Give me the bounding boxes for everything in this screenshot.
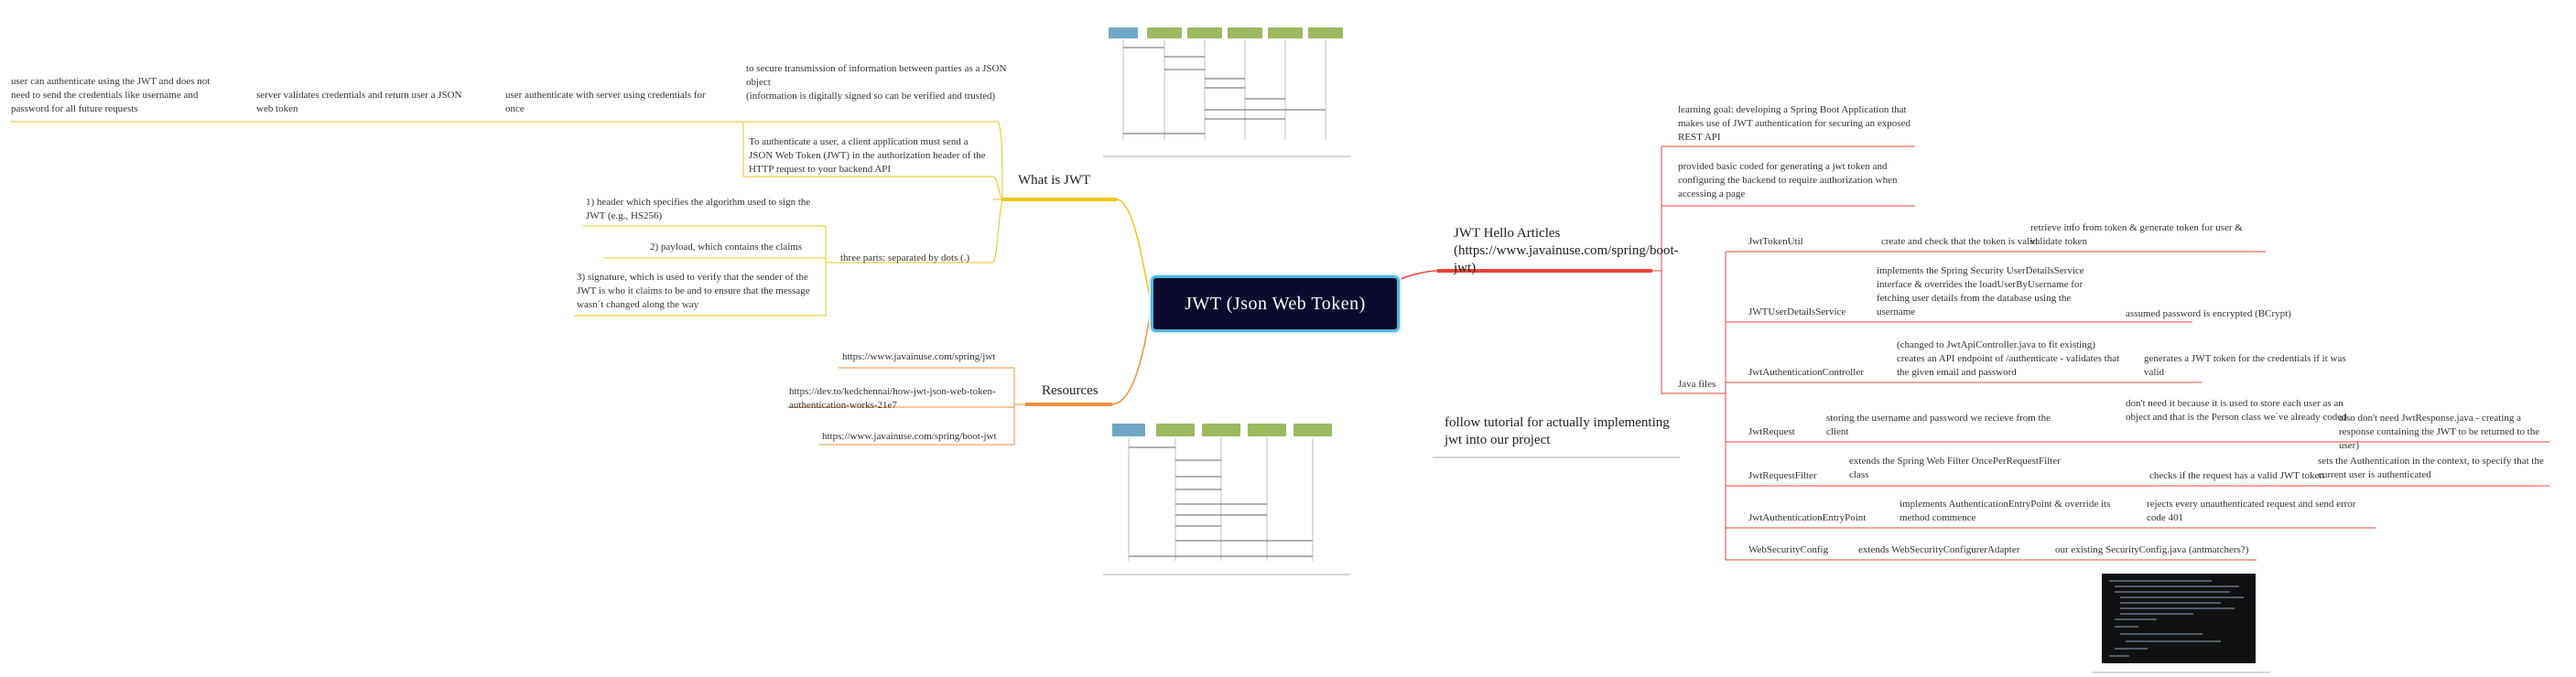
java-file-note: implements the Spring Security UserDetai… — [1877, 265, 2084, 317]
authentication-flow-image — [1103, 424, 1350, 572]
flow-step-3: user can authenticate using the JWT and … — [11, 76, 211, 114]
resource-link[interactable]: https://www.javainuse.com/spring/boot-jw… — [822, 431, 997, 442]
java-file-note: sets the Authentication in the context, … — [2318, 456, 2544, 480]
java-files-node[interactable]: Java files — [1678, 379, 1716, 390]
java-file-note: extends the Spring Web Filter OncePerReq… — [1849, 456, 2061, 480]
learning-goal-note: learning goal: developing a Spring Boot … — [1678, 104, 1910, 143]
java-file-name[interactable]: JwtAuthenticationController — [1748, 367, 1864, 378]
flow-step-1: user authenticate with server using cred… — [505, 90, 706, 114]
java-file-note: extends WebSecurityConfigurerAdapter — [1858, 544, 2020, 555]
java-file-note: storing the username and password we rec… — [1826, 413, 2051, 437]
flow-step-2: server validates credentials and return … — [256, 90, 462, 114]
java-file-name[interactable]: WebSecurityConfig — [1748, 544, 1829, 555]
java-file-name[interactable]: JWTUserDetailsService — [1748, 306, 1846, 317]
java-file-note: implements AuthenticationEntryPoint & ov… — [1900, 499, 2111, 523]
java-file-note: generates a JWT token for the credential… — [2144, 353, 2346, 378]
provided-code-note: provided basic coded for generating a jw… — [1678, 161, 1898, 199]
jwt-part-signature: 3) signature, which is used to verify th… — [577, 272, 810, 310]
root-node[interactable]: JWT (Json Web Token) — [1151, 275, 1400, 332]
jwt-part-payload: 2) payload, which contains the claims — [650, 242, 803, 253]
jwt-part-header: 1) header which specifies the algorithm … — [586, 197, 811, 221]
java-file-name[interactable]: JwtRequestFilter — [1748, 470, 1817, 481]
articles-topic[interactable]: JWT Hello Articles (https://www.javainus… — [1454, 226, 1679, 275]
java-file-name[interactable]: JwtRequest — [1748, 426, 1795, 437]
java-file-name[interactable]: JwtTokenUtil — [1748, 236, 1803, 247]
java-file-note: retrieve info from token & generate toke… — [2030, 222, 2243, 247]
sequence-diagram-image — [1103, 26, 1350, 154]
root-label: JWT (Json Web Token) — [1185, 293, 1366, 314]
what-is-jwt-topic[interactable]: What is JWT — [1018, 173, 1091, 188]
java-file-note: don't need it because it is used to stor… — [2126, 398, 2347, 423]
java-file-note: (changed to JwtApiController.java to fit… — [1897, 339, 2120, 378]
three-parts-node[interactable]: three parts: separated by dots (.) — [840, 253, 970, 263]
resource-link[interactable]: https://www.javainuse.com/spring/jwt — [842, 351, 996, 362]
code-screenshot-image — [2102, 574, 2256, 663]
resource-link[interactable]: https://dev.to/kedchennai/how-jwt-json-w… — [789, 386, 996, 411]
java-file-note: our existing SecurityConfig.java (antmat… — [2055, 544, 2249, 555]
java-file-note: rejects every unauthenticated request an… — [2147, 499, 2356, 523]
java-file-note: create and check that the token is valid — [1881, 236, 2038, 247]
authenticate-note: To authenticate a user, a client applica… — [749, 136, 986, 175]
java-file-note: checks if the request has a valid JWT to… — [2149, 470, 2325, 481]
follow-tutorial-topic[interactable]: follow tutorial for actually implementin… — [1445, 415, 1670, 447]
secure-transmission-note: to secure transmission of information be… — [746, 63, 1007, 102]
java-file-note: assumed password is encrypted (BCrypt) — [2126, 308, 2291, 319]
resources-topic[interactable]: Resources — [1042, 383, 1099, 398]
java-file-name[interactable]: JwtAuthenticationEntryPoint — [1748, 512, 1867, 523]
java-file-note: also don't need JwtResponse.java - creat… — [2339, 413, 2540, 451]
